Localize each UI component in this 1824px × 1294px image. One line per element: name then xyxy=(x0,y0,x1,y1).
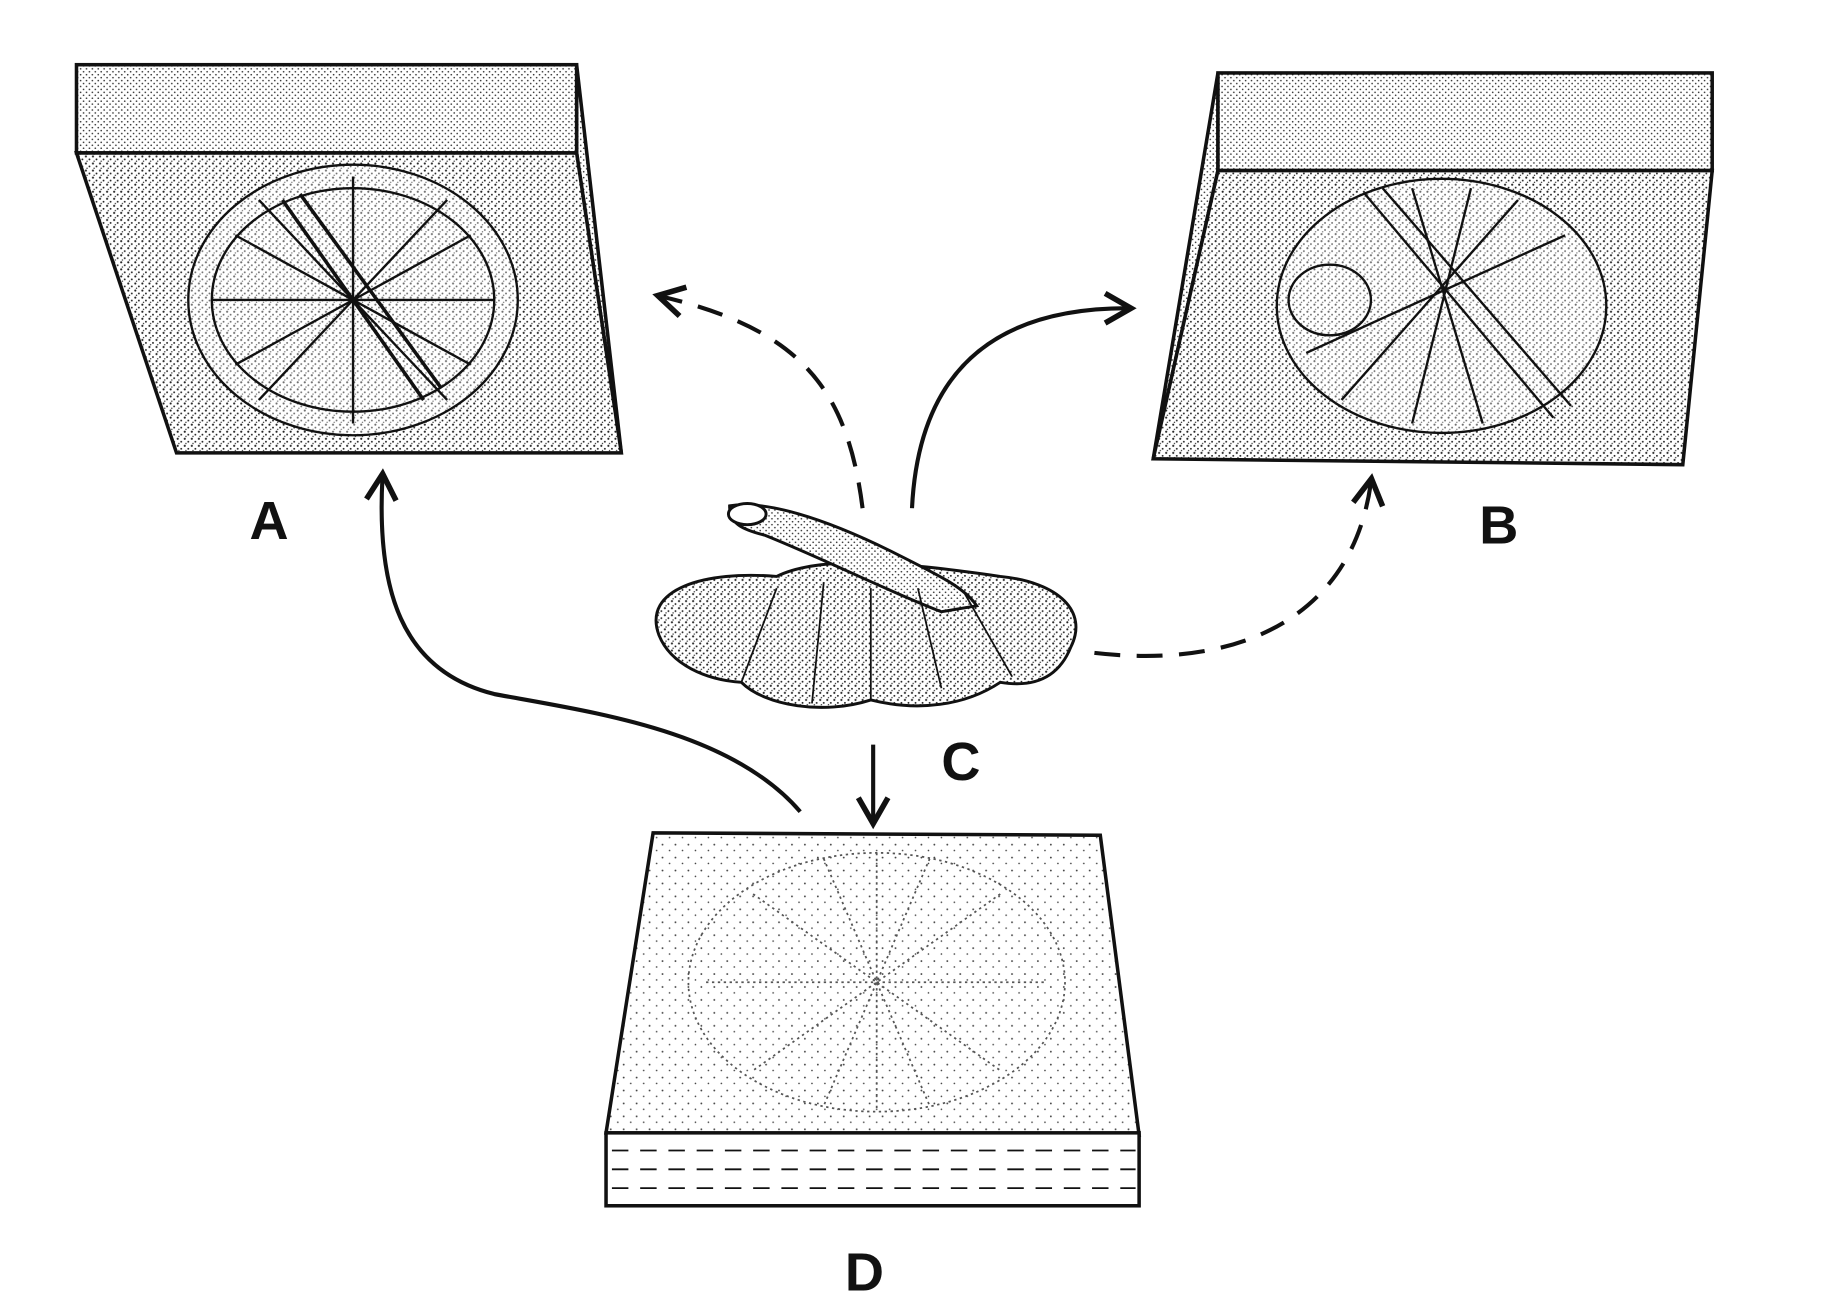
fossil-d xyxy=(687,851,1066,1113)
fossil-b xyxy=(1275,177,1608,435)
block-b xyxy=(1151,71,1715,467)
arrow-c-to-b xyxy=(909,290,1137,509)
label-d: D xyxy=(845,1242,884,1294)
fossil-a xyxy=(187,163,519,437)
block-d xyxy=(603,831,1142,1208)
block-a xyxy=(74,62,624,455)
arrows xyxy=(364,284,1386,830)
arrow-c-to-b-dashed xyxy=(1094,473,1386,658)
arrow-c-to-a xyxy=(652,284,865,509)
organism-c xyxy=(654,502,1078,709)
label-b: B xyxy=(1479,495,1518,555)
label-a: A xyxy=(249,491,288,551)
arrow-d-to-a xyxy=(364,468,802,814)
label-c: C xyxy=(941,732,980,792)
